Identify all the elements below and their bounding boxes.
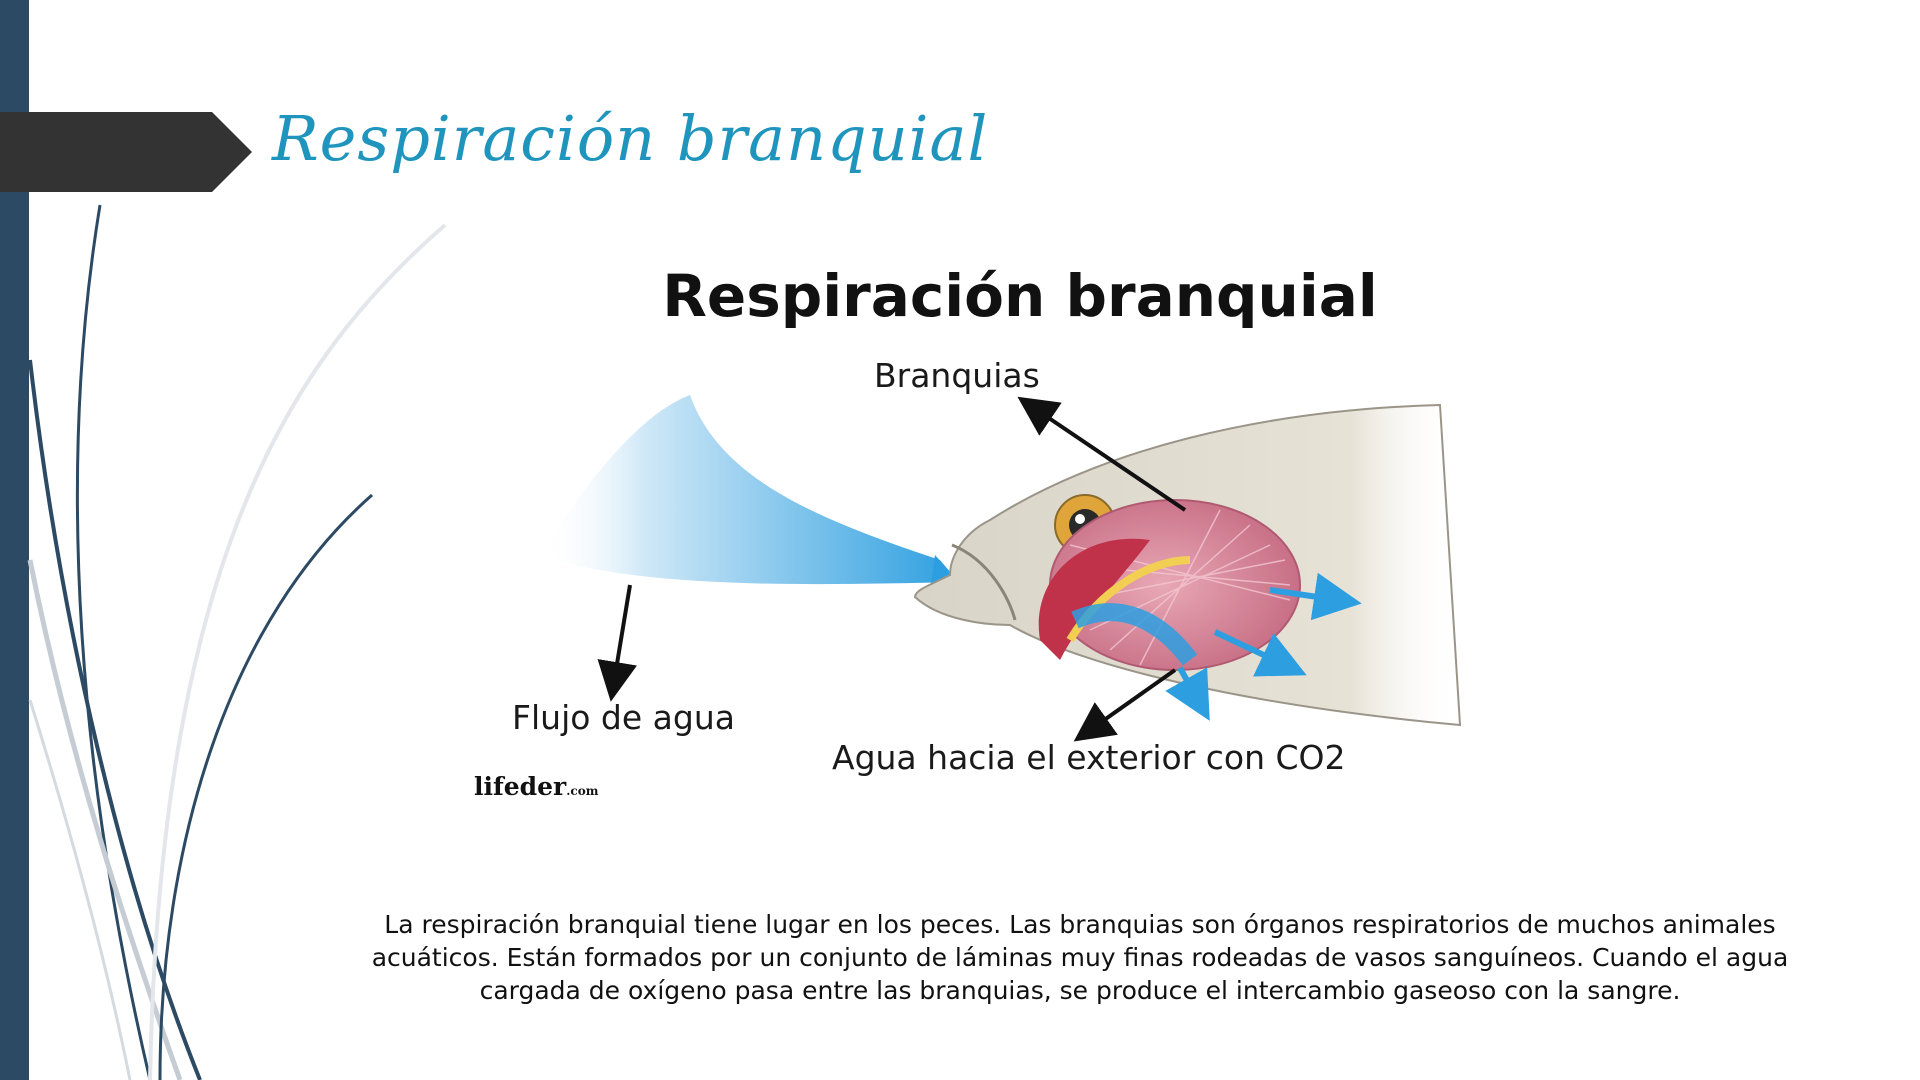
slide-title: Respiración branquial (272, 102, 989, 175)
watermark-suffix: .com (566, 784, 599, 798)
watermark-name: lifeder (474, 772, 567, 801)
body-paragraph: La respiración branquial tiene lugar en … (371, 910, 1789, 1005)
water-flow-pointer-arrow (597, 584, 637, 702)
water-out-pointer-arrow (1073, 668, 1177, 742)
lifeder-watermark-logo: lifeder.com (474, 772, 598, 801)
label-water-flow: Flujo de agua (512, 698, 735, 737)
water-flow-stream (540, 395, 958, 585)
gills-pointer-arrow (1017, 396, 1187, 512)
label-water-out: Agua hacia el exterior con CO2 (832, 738, 1346, 777)
label-gills: Branquias (874, 356, 1040, 395)
title-arrow-banner (0, 112, 252, 192)
diagram-title: Respiración branquial (662, 262, 1378, 330)
